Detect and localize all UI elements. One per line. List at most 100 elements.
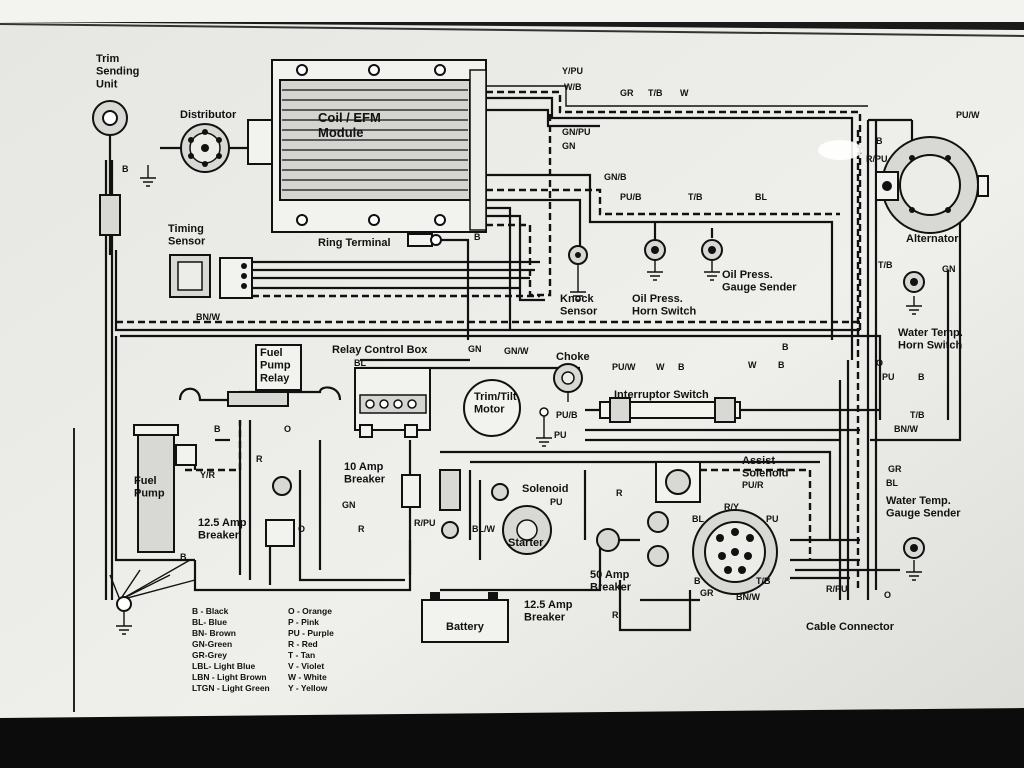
svg-text:BN- Brown: BN- Brown (192, 628, 236, 638)
coil-efm-module (247, 59, 487, 233)
svg-text:B: B (214, 424, 221, 434)
fuel-pump-relay (178, 344, 342, 407)
svg-text:O: O (284, 424, 291, 434)
svg-text:PU/W: PU/W (956, 110, 980, 120)
svg-text:B: B (782, 342, 789, 352)
svg-text:B: B (694, 576, 701, 586)
distributor-label: Distributor (180, 109, 237, 121)
svg-text:PU/B: PU/B (620, 192, 642, 202)
water-temp-gauge-sender (903, 537, 925, 559)
trim-sending-unit (92, 100, 128, 255)
svg-text:BL: BL (886, 478, 898, 488)
color-legend: B - Black BL- Blue BN- Brown GN-Green GR… (192, 606, 334, 693)
svg-text:PU/W: PU/W (612, 362, 636, 372)
alternator-label: Alternator (906, 233, 959, 245)
knock-sensor (568, 245, 588, 282)
breaker-10-amp (401, 469, 461, 511)
svg-text:R: R (358, 524, 365, 534)
starter (441, 505, 552, 555)
water-temp-horn-switch (903, 271, 925, 293)
svg-text:BL/W: BL/W (472, 524, 495, 534)
svg-text:GN: GN (942, 264, 956, 274)
svg-text:R/Y: R/Y (724, 502, 739, 512)
svg-text:T - Tan: T - Tan (288, 650, 315, 660)
schematic-page (0, 22, 1024, 722)
svg-text:GN/B: GN/B (604, 172, 627, 182)
svg-text:R: R (612, 610, 619, 620)
starter-label: Starter (508, 537, 544, 549)
svg-text:LBN - Light Brown: LBN - Light Brown (192, 672, 267, 682)
svg-text:P - Pink: P - Pink (288, 617, 319, 627)
svg-text:W: W (656, 362, 665, 372)
alternator (875, 136, 989, 234)
oil-press-horn-switch (644, 239, 666, 262)
harness-wires (104, 85, 962, 632)
svg-text:B: B (778, 360, 785, 370)
svg-text:W/B: W/B (564, 82, 582, 92)
water-gauge-label: Water Temp.Gauge Sender (886, 495, 961, 520)
breaker-12-5-amp-left (265, 476, 295, 547)
choke (539, 363, 583, 432)
choke-label: Choke (556, 351, 590, 363)
svg-text:LBL- Light Blue: LBL- Light Blue (192, 661, 256, 671)
svg-text:R - Red: R - Red (288, 639, 318, 649)
battery (421, 592, 509, 643)
cable-connector-label: Cable Connector (806, 621, 895, 633)
svg-text:B: B (876, 136, 883, 146)
svg-text:LTGN - Light Green: LTGN - Light Green (192, 683, 270, 693)
svg-text:T/B: T/B (910, 410, 925, 420)
svg-text:O: O (876, 358, 883, 368)
assist-solenoid (655, 461, 701, 503)
svg-text:BN/W: BN/W (894, 424, 918, 434)
svg-text:GN/W: GN/W (504, 346, 529, 356)
svg-text:B: B (122, 164, 129, 174)
svg-text:W - White: W - White (288, 672, 327, 682)
svg-text:Y/PU: Y/PU (562, 66, 583, 76)
screen-glare (818, 140, 862, 160)
svg-text:BN/W: BN/W (196, 312, 220, 322)
svg-text:BL: BL (692, 514, 704, 524)
svg-text:BL- Blue: BL- Blue (192, 617, 227, 627)
svg-text:GN: GN (562, 141, 576, 151)
svg-text:B: B (678, 362, 685, 372)
relay-box-label: Relay Control Box (332, 344, 428, 356)
timing-sensor (169, 254, 253, 299)
svg-text:R/PU: R/PU (866, 154, 888, 164)
svg-text:B: B (918, 372, 925, 382)
svg-text:R/PU: R/PU (414, 518, 436, 528)
svg-text:PU: PU (882, 372, 895, 382)
screen-bezel (0, 708, 1024, 768)
interrupter-label: Interruptor Switch (614, 389, 709, 401)
svg-text:GR: GR (700, 588, 714, 598)
svg-text:Y/R: Y/R (200, 470, 216, 480)
svg-text:PU: PU (766, 514, 779, 524)
svg-text:GR: GR (888, 464, 902, 474)
solenoid (491, 483, 509, 501)
ground-node (116, 596, 132, 612)
svg-text:Y - Yellow: Y - Yellow (288, 683, 328, 693)
oil-horn-label: Oil Press.Horn Switch (632, 293, 696, 318)
svg-text:GN: GN (468, 344, 482, 354)
svg-text:W: W (680, 88, 689, 98)
svg-text:GR: GR (620, 88, 634, 98)
svg-text:PU: PU (550, 497, 563, 507)
svg-text:V - Violet: V - Violet (288, 661, 324, 671)
svg-text:GN: GN (342, 500, 356, 510)
breaker-50-amp (596, 511, 669, 567)
solenoid-label: Solenoid (522, 483, 568, 495)
water-horn-label: Water Temp.Horn Switch (898, 327, 963, 352)
svg-text:O - Orange: O - Orange (288, 606, 332, 616)
svg-text:GR-Grey: GR-Grey (192, 650, 227, 660)
